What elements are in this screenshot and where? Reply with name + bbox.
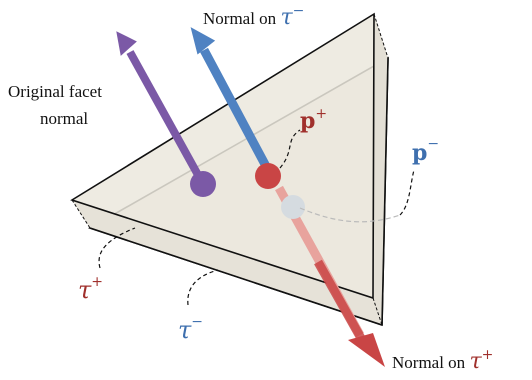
lower-facet-edge-right: [381, 57, 389, 326]
normal-tau-minus-label: Normal on τ−: [203, 3, 304, 30]
tau-minus-connector: [187, 269, 219, 306]
original-normal-dot: [190, 171, 216, 197]
p-minus-connector: [399, 169, 415, 216]
p-minus-label: p−: [412, 136, 439, 166]
normal-tau-plus-arrowhead: [348, 333, 385, 367]
p-plus-dot: [255, 163, 281, 189]
p-plus-label: p+: [300, 106, 327, 134]
tau-minus-label: τ−: [178, 314, 203, 344]
normal-tau-plus-arrow-shaft: [314, 259, 366, 343]
p-minus-connector-faded: [299, 207, 401, 223]
tau-plus-label: τ+: [78, 274, 103, 304]
facet-side-left: [72, 200, 382, 325]
original-normal-arrow-shaft: [126, 50, 207, 186]
normal-tau-plus-label: Normal on τ+: [392, 347, 493, 374]
original-normal-label-line1: Original facet: [8, 82, 102, 101]
facet-side-right: [373, 14, 388, 325]
p-plus-connector: [279, 129, 301, 169]
corner-connector: [373, 13, 389, 59]
original-normal-label-line2: normal: [40, 109, 88, 128]
normal-tau-minus-arrowhead: [190, 27, 216, 55]
tau-plus-connector: [98, 227, 136, 269]
original-normal-arrowhead: [116, 31, 137, 56]
corner-connector: [71, 199, 91, 229]
normal-tau-minus-arrow-shaft: [200, 47, 272, 173]
p-minus-dot: [281, 195, 305, 219]
lower-facet-edge: [89, 227, 383, 326]
